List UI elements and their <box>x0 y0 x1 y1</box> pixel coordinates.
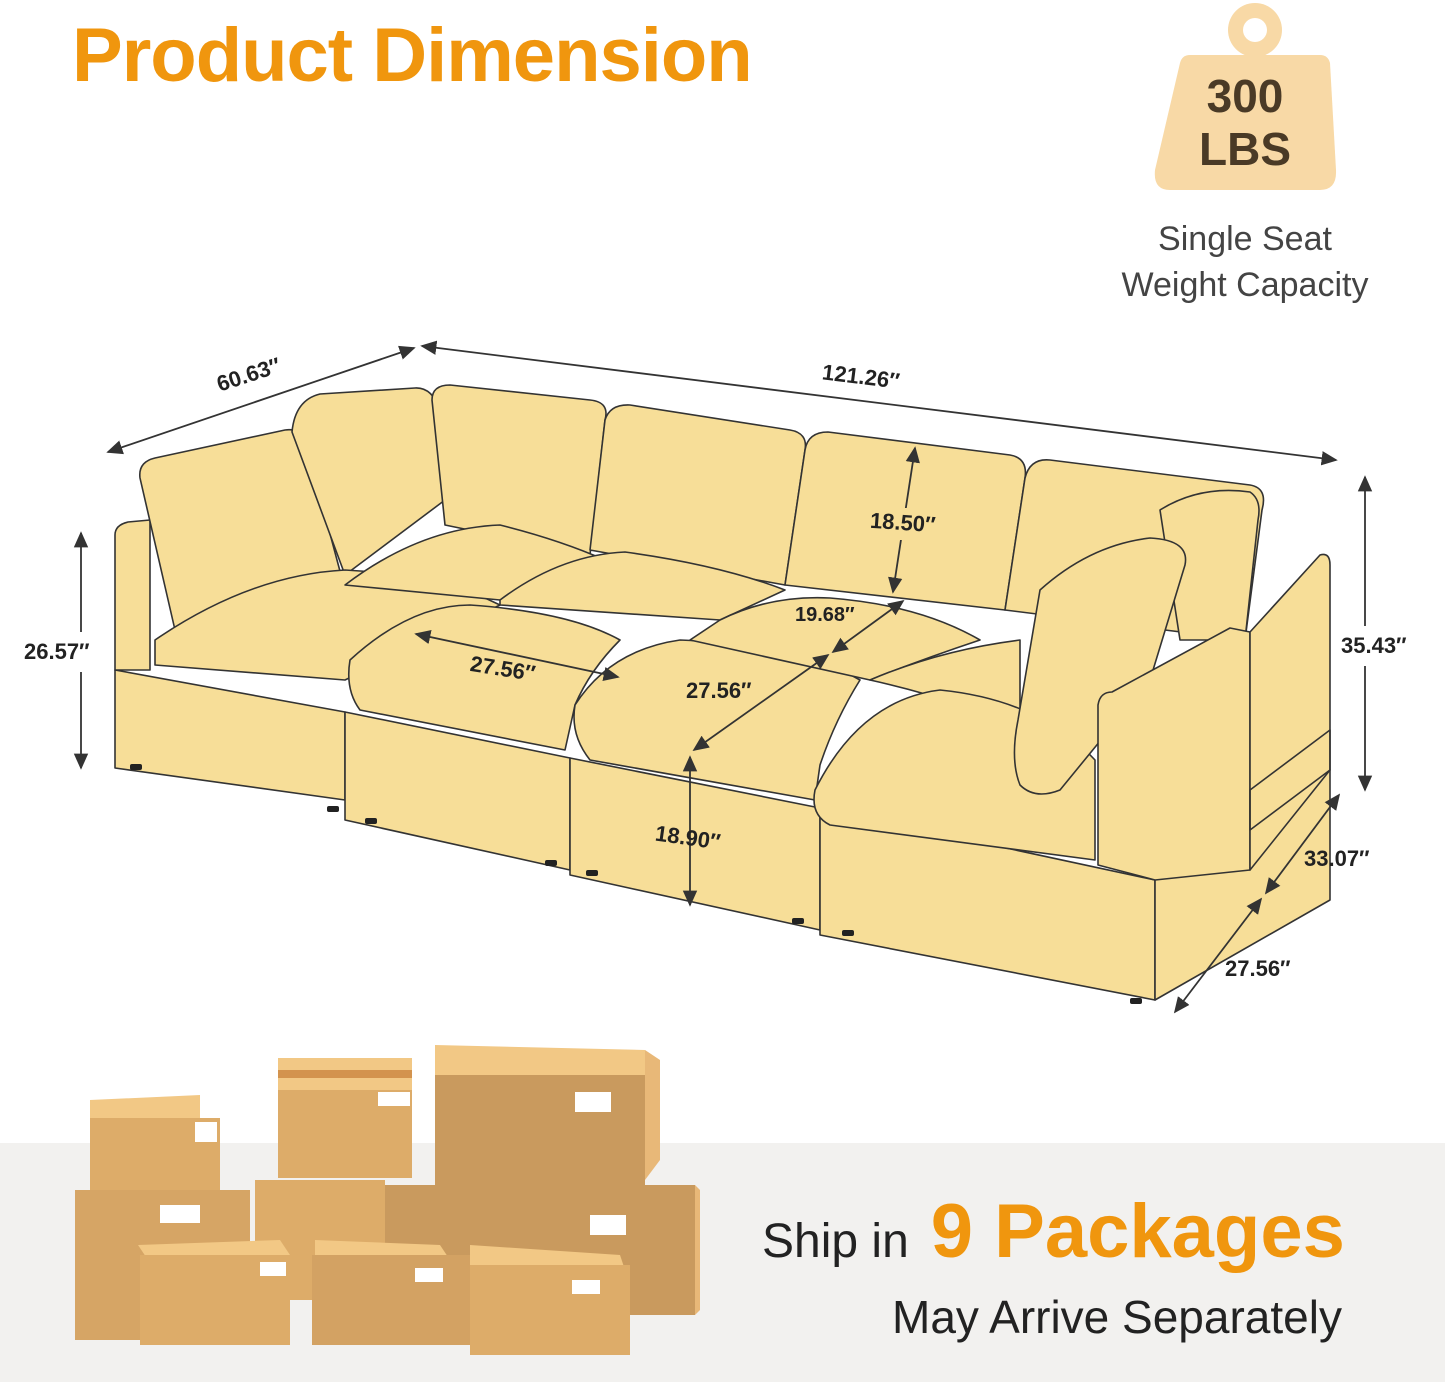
box-icon <box>435 1045 660 1185</box>
weight-caption: Single Seat Weight Capacity <box>1100 216 1390 308</box>
dim-seat-diagonal: 27.56″ <box>686 678 752 703</box>
dim-seat-depth: 19.68″ <box>795 604 855 626</box>
page-title: Product Dimension <box>72 13 753 98</box>
packages-illustration <box>75 1045 700 1355</box>
caption-line-1: Single Seat <box>1158 220 1332 258</box>
weight-capacity-badge: 300 LBS <box>1150 0 1340 195</box>
dim-back-height: 18.50″ <box>869 507 937 538</box>
dim-arm-width: 27.56″ <box>1225 956 1291 981</box>
box-icon <box>470 1245 630 1355</box>
shipping-prefix: Ship in <box>762 1215 909 1268</box>
shipping-headline: Ship in 9 Packages <box>762 1188 1345 1275</box>
dim-arm-depth: 33.07″ <box>1304 846 1370 871</box>
weight-value: 300 <box>1206 70 1284 122</box>
box-icon <box>138 1240 290 1345</box>
box-icon <box>312 1240 472 1345</box>
weight-icon <box>1154 3 1337 190</box>
box-icon <box>278 1058 412 1178</box>
package-count: 9 Packages <box>930 1189 1345 1274</box>
caption-line-2: Weight Capacity <box>1121 266 1369 304</box>
weight-unit: LBS <box>1199 123 1291 175</box>
shipping-note: May Arrive Separately <box>892 1291 1342 1343</box>
dim-overall-height: 35.43″ <box>1341 633 1407 658</box>
dim-arm-height: 26.57″ <box>24 639 90 664</box>
